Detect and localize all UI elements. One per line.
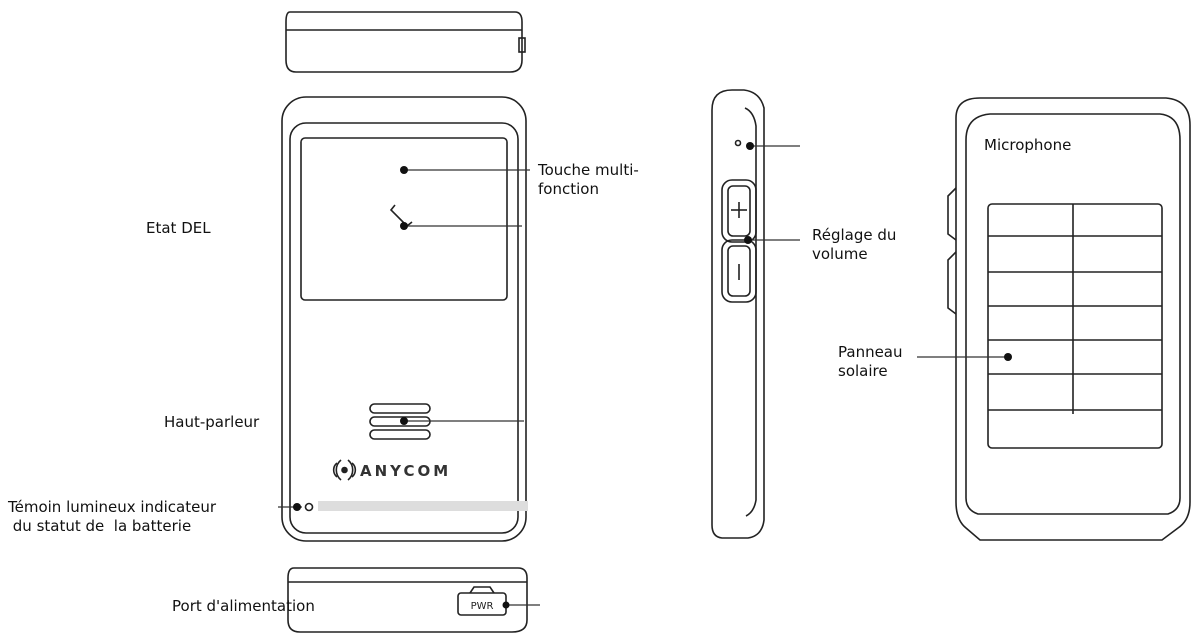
device-front-view bbox=[281, 96, 527, 542]
device-top-view bbox=[285, 11, 526, 73]
dot-led-status bbox=[400, 222, 408, 230]
device-bottom-view bbox=[287, 567, 528, 633]
brand-logo-text: ANYCOM bbox=[360, 462, 451, 480]
dot-multifunction bbox=[400, 166, 408, 174]
dot-volume bbox=[744, 236, 752, 244]
power-button-text: PWR bbox=[471, 601, 494, 612]
label-speaker: Haut-parleur bbox=[164, 413, 260, 431]
device-back-view bbox=[947, 97, 1191, 541]
label-led-status: Etat DEL bbox=[146, 219, 211, 237]
dot-solar bbox=[1004, 353, 1012, 361]
dot-battery bbox=[293, 503, 301, 511]
dot-power bbox=[502, 601, 510, 609]
device-side-view bbox=[711, 89, 765, 539]
label-multifunction-key: Touche multi- fonction bbox=[538, 161, 639, 198]
dot-speaker bbox=[400, 417, 408, 425]
dot-microphone bbox=[746, 142, 754, 150]
label-power-port: Port d'alimentation bbox=[172, 597, 315, 615]
label-volume-control: Réglage du volume bbox=[812, 226, 897, 263]
label-battery-indicator: Témoin lumineux indicateur du statut de … bbox=[8, 498, 217, 535]
label-microphone: Microphone bbox=[984, 136, 1072, 154]
label-solar-panel: Panneau solaire bbox=[838, 343, 903, 380]
